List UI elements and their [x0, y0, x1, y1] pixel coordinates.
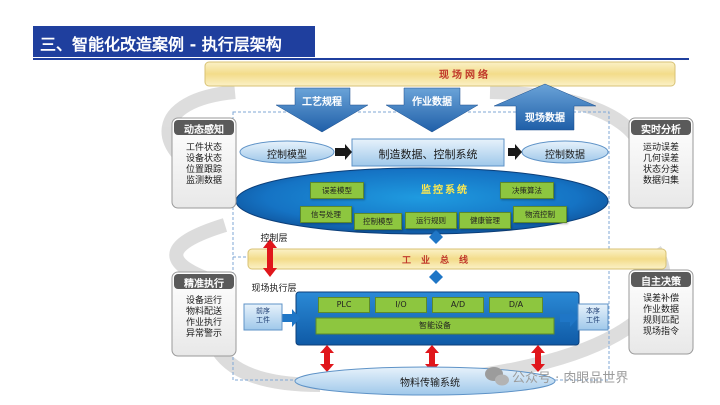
smart-device-label: 智能设备 — [419, 321, 451, 330]
panel-line: 运动误差 — [642, 143, 679, 153]
panel-title: 动态感知 — [184, 125, 224, 136]
monitor-system-label: 监控系统 — [421, 185, 469, 196]
panel-line: 异常警示 — [185, 329, 222, 339]
panel-line: 状态分类 — [642, 165, 679, 175]
pre-process-box — [243, 303, 283, 331]
cell-plc: PLC — [318, 297, 370, 313]
red-arrow-control — [263, 239, 277, 277]
panel-line: 几何误差 — [642, 154, 679, 164]
pre-process-label: 前序 工件 — [256, 307, 270, 324]
smart-device-bar — [315, 317, 555, 335]
industrial-bus-band — [247, 248, 667, 270]
wechat-icon — [485, 367, 509, 386]
panel-dynamic-sense: 动态感知 工件状态 设备状态 位置跟踪 监测数据 — [174, 121, 234, 187]
panel-line: 数据归集 — [642, 176, 679, 186]
panel-line: 设备状态 — [185, 154, 222, 164]
title-underline — [33, 58, 689, 60]
panel-line: 位置跟踪 — [185, 165, 222, 175]
up-arrow-fielddata — [493, 83, 597, 131]
cell-da: D/A — [489, 297, 543, 313]
module-control-model: 控制模型 — [354, 213, 402, 230]
center-data-box — [351, 138, 505, 167]
down-arrow-process — [275, 87, 369, 133]
panel-line: 误差补偿 — [642, 294, 679, 304]
page-title: 三、智能化改造案例 - 执行层架构 — [40, 35, 282, 54]
field-network-label: 现场网络 — [439, 70, 491, 81]
module-health-mgmt: 健康管理 — [459, 212, 511, 229]
panel-line: 规则匹配 — [642, 316, 679, 326]
module-logistics-control: 物流控制 — [513, 206, 567, 223]
panel-title: 自主决策 — [641, 277, 681, 288]
control-model-pill — [239, 140, 335, 164]
panel-line: 作业数据 — [642, 305, 679, 315]
post-process-label: 本序 工件 — [586, 307, 600, 324]
panel-realtime-analysis: 实时分析 运动误差 几何误差 状态分类 数据归集 — [631, 121, 691, 187]
arrow-label-workdata: 作业数据 — [412, 97, 452, 108]
cell-ad: A/D — [432, 297, 484, 313]
control-layer-label: 控制层 — [260, 234, 288, 244]
panel-title: 实时分析 — [641, 125, 681, 136]
control-data-label: 控制数据 — [545, 150, 585, 161]
cell-io: I/O — [375, 297, 427, 313]
arrow-label-process: 工艺规程 — [302, 97, 342, 108]
panel-title: 精准执行 — [184, 279, 224, 290]
panel-line: 工件状态 — [185, 143, 222, 153]
panel-line: 监测数据 — [185, 176, 222, 186]
panel-line: 作业执行 — [185, 318, 222, 328]
control-model-label: 控制模型 — [267, 150, 307, 161]
field-network-band — [204, 61, 676, 87]
arrow-label-fielddata: 现场数据 — [525, 113, 565, 124]
center-box-label: 制造数据、控制系统 — [378, 148, 478, 161]
down-arrow-workdata — [385, 87, 479, 133]
post-process-box — [577, 303, 609, 331]
panel-line: 现场指令 — [642, 327, 679, 337]
title-bar — [33, 26, 315, 57]
panel-precise-exec: 精准执行 设备运行 物料配送 作业执行 异常警示 — [174, 275, 234, 340]
panel-auto-decision: 自主决策 误差补偿 作业数据 规则匹配 现场指令 — [631, 273, 691, 338]
conveyor-label: 物料传输系统 — [400, 378, 460, 389]
panel-line: 设备运行 — [185, 296, 222, 306]
bus-label: 工业总线 — [401, 256, 478, 266]
field-layer-label: 现场执行层 — [251, 284, 297, 294]
panel-shapes — [171, 117, 694, 357]
module-signal-processing: 信号处理 — [300, 206, 352, 223]
watermark: 公众号 · 肉眼品世界 — [512, 371, 629, 386]
module-error-model: 误差模型 — [310, 182, 364, 199]
panel-line: 物料配送 — [185, 307, 222, 317]
module-decision-algo: 决策算法 — [500, 182, 554, 199]
red-arrows-conveyor — [320, 345, 545, 372]
module-run-rules: 运行规则 — [405, 212, 457, 229]
